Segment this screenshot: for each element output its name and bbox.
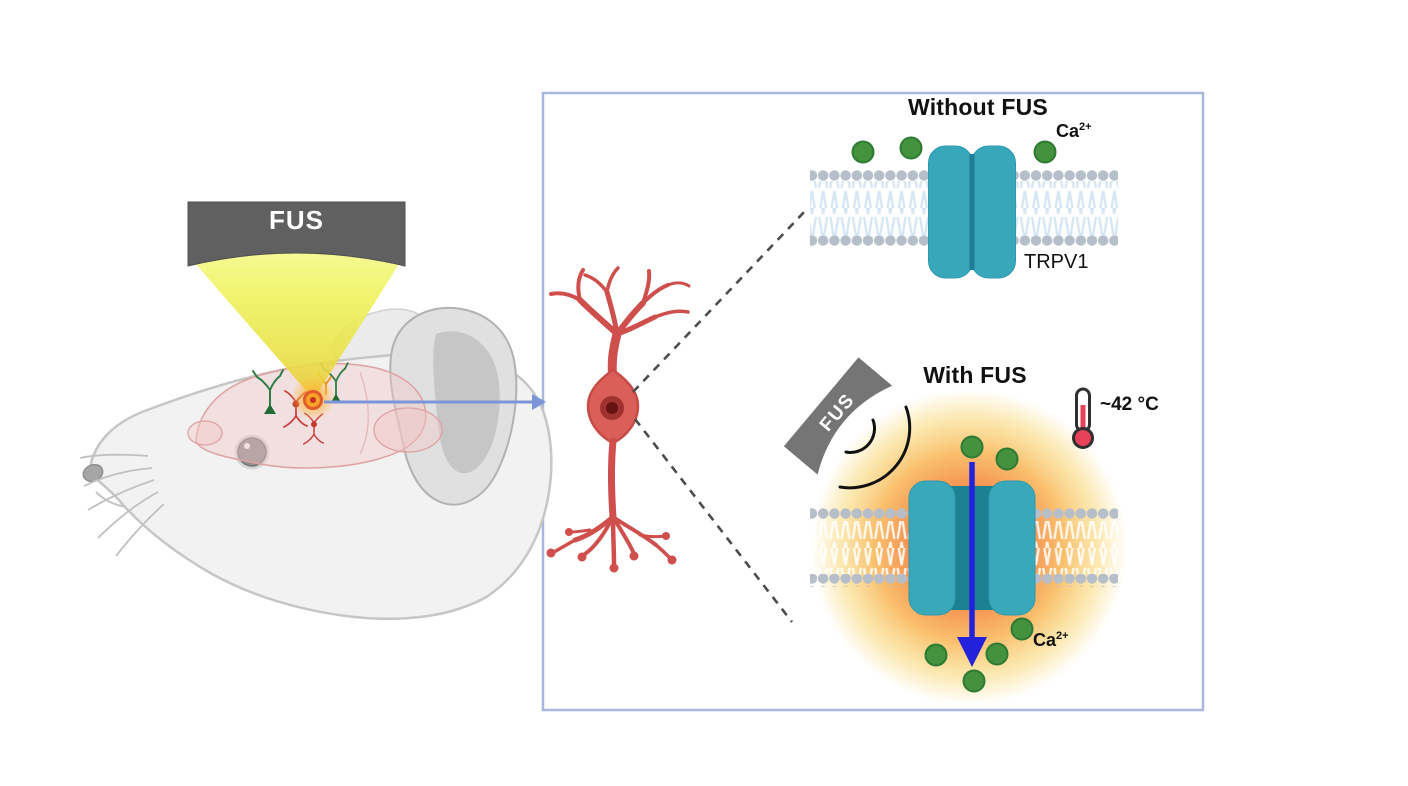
zoom-dashed-lines [632, 208, 808, 623]
fus-transducer-label: FUS [269, 205, 324, 235]
without-fus-title: Without FUS [908, 94, 1048, 120]
calcium-ion [899, 136, 923, 160]
calcium-ion [851, 140, 875, 164]
calcium-ion [1033, 140, 1057, 164]
with-fus-title: With FUS [923, 362, 1027, 388]
fus-transducer-inset [783, 357, 893, 475]
trpv1-channel-closed [928, 145, 1016, 279]
pointer-arrow [324, 394, 546, 410]
calcium-label-top: Ca2+ [1056, 121, 1092, 142]
mouse-eye-glint [244, 443, 250, 449]
calcium-ion [995, 447, 1019, 471]
ultrasound-cone [193, 250, 401, 394]
calcium-charge: 2+ [1079, 121, 1092, 133]
calcium-ion [924, 643, 948, 667]
mouse-mouth-line [95, 491, 127, 508]
thermometer-icon [1072, 387, 1094, 449]
fus-transducer [187, 201, 406, 267]
calcium-charge: 2+ [1056, 630, 1069, 642]
calcium-ion [1010, 617, 1034, 641]
calcium-symbol: Ca [1033, 630, 1057, 650]
calcium-ion [985, 642, 1009, 666]
calcium-ions-top-panel [851, 136, 1057, 164]
calcium-ion [960, 435, 984, 459]
neuron-nucleolus [606, 402, 618, 414]
trpv1-label: TRPV1 [1024, 251, 1089, 273]
temperature-label: ~42 °C [1100, 394, 1159, 415]
neuron [546, 266, 691, 573]
calcium-symbol: Ca [1056, 121, 1080, 141]
mini-neuron-green-left [252, 369, 284, 414]
neuron-dendrites [549, 266, 691, 337]
focal-spot-core [310, 397, 316, 403]
neuron-axon [608, 437, 617, 521]
calcium-label-bottom: Ca2+ [1033, 630, 1069, 651]
calcium-influx-arrow [957, 462, 987, 667]
calcium-ions-bottom-panel [924, 435, 1034, 693]
neuron-axon-terminals [546, 514, 677, 573]
ultrasound-waves [838, 405, 912, 490]
mouse-whiskers [79, 453, 165, 557]
mouse-illustration [79, 306, 553, 621]
calcium-ion [962, 669, 986, 693]
